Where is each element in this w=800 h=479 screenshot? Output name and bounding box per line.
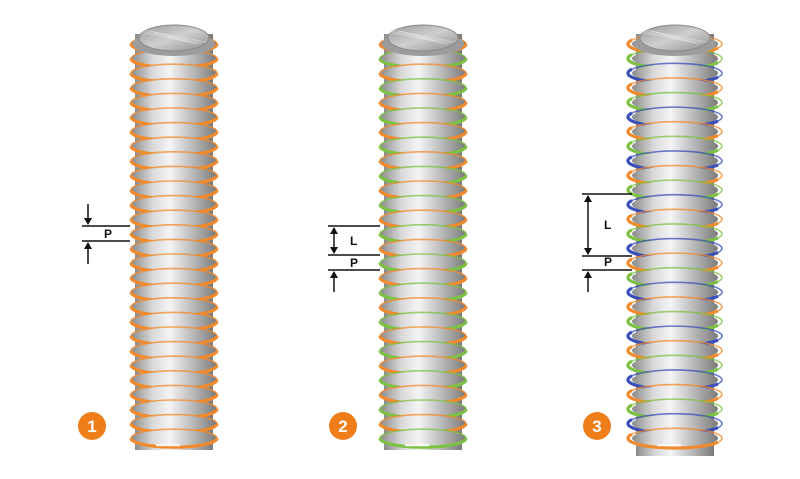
threaded-rod-2 <box>378 24 468 450</box>
badge-number: 1 <box>87 417 96 436</box>
thread-ring <box>626 427 723 450</box>
badge-3: 3 <box>583 412 611 440</box>
lead-label: L <box>350 234 357 248</box>
thread-ring <box>129 311 219 332</box>
pitch-label: P <box>604 255 612 269</box>
lead-pitch-dimension-2: L P <box>328 225 380 292</box>
thread-ring <box>378 428 468 449</box>
thread-ring <box>129 355 219 376</box>
pitch-label: P <box>350 256 358 270</box>
badge-1: 1 <box>78 412 106 440</box>
screw-figure-2: L P 2 <box>328 24 468 450</box>
lead-label: L <box>604 218 611 232</box>
threaded-rod-1 <box>129 24 219 450</box>
screw-figure-1: P 1 <box>78 24 219 450</box>
badge-number: 3 <box>592 417 601 436</box>
screw-figure-3: L P 3 <box>582 24 723 456</box>
pitch-label: P <box>104 227 112 241</box>
pitch-dimension-1: P <box>82 204 130 264</box>
lead-pitch-dimension-3: L P <box>582 193 632 292</box>
badge-2: 2 <box>329 412 357 440</box>
threaded-rod-3 <box>626 24 723 456</box>
badge-number: 2 <box>338 417 347 436</box>
thread-ring <box>378 121 468 143</box>
thread-ring <box>129 428 219 449</box>
